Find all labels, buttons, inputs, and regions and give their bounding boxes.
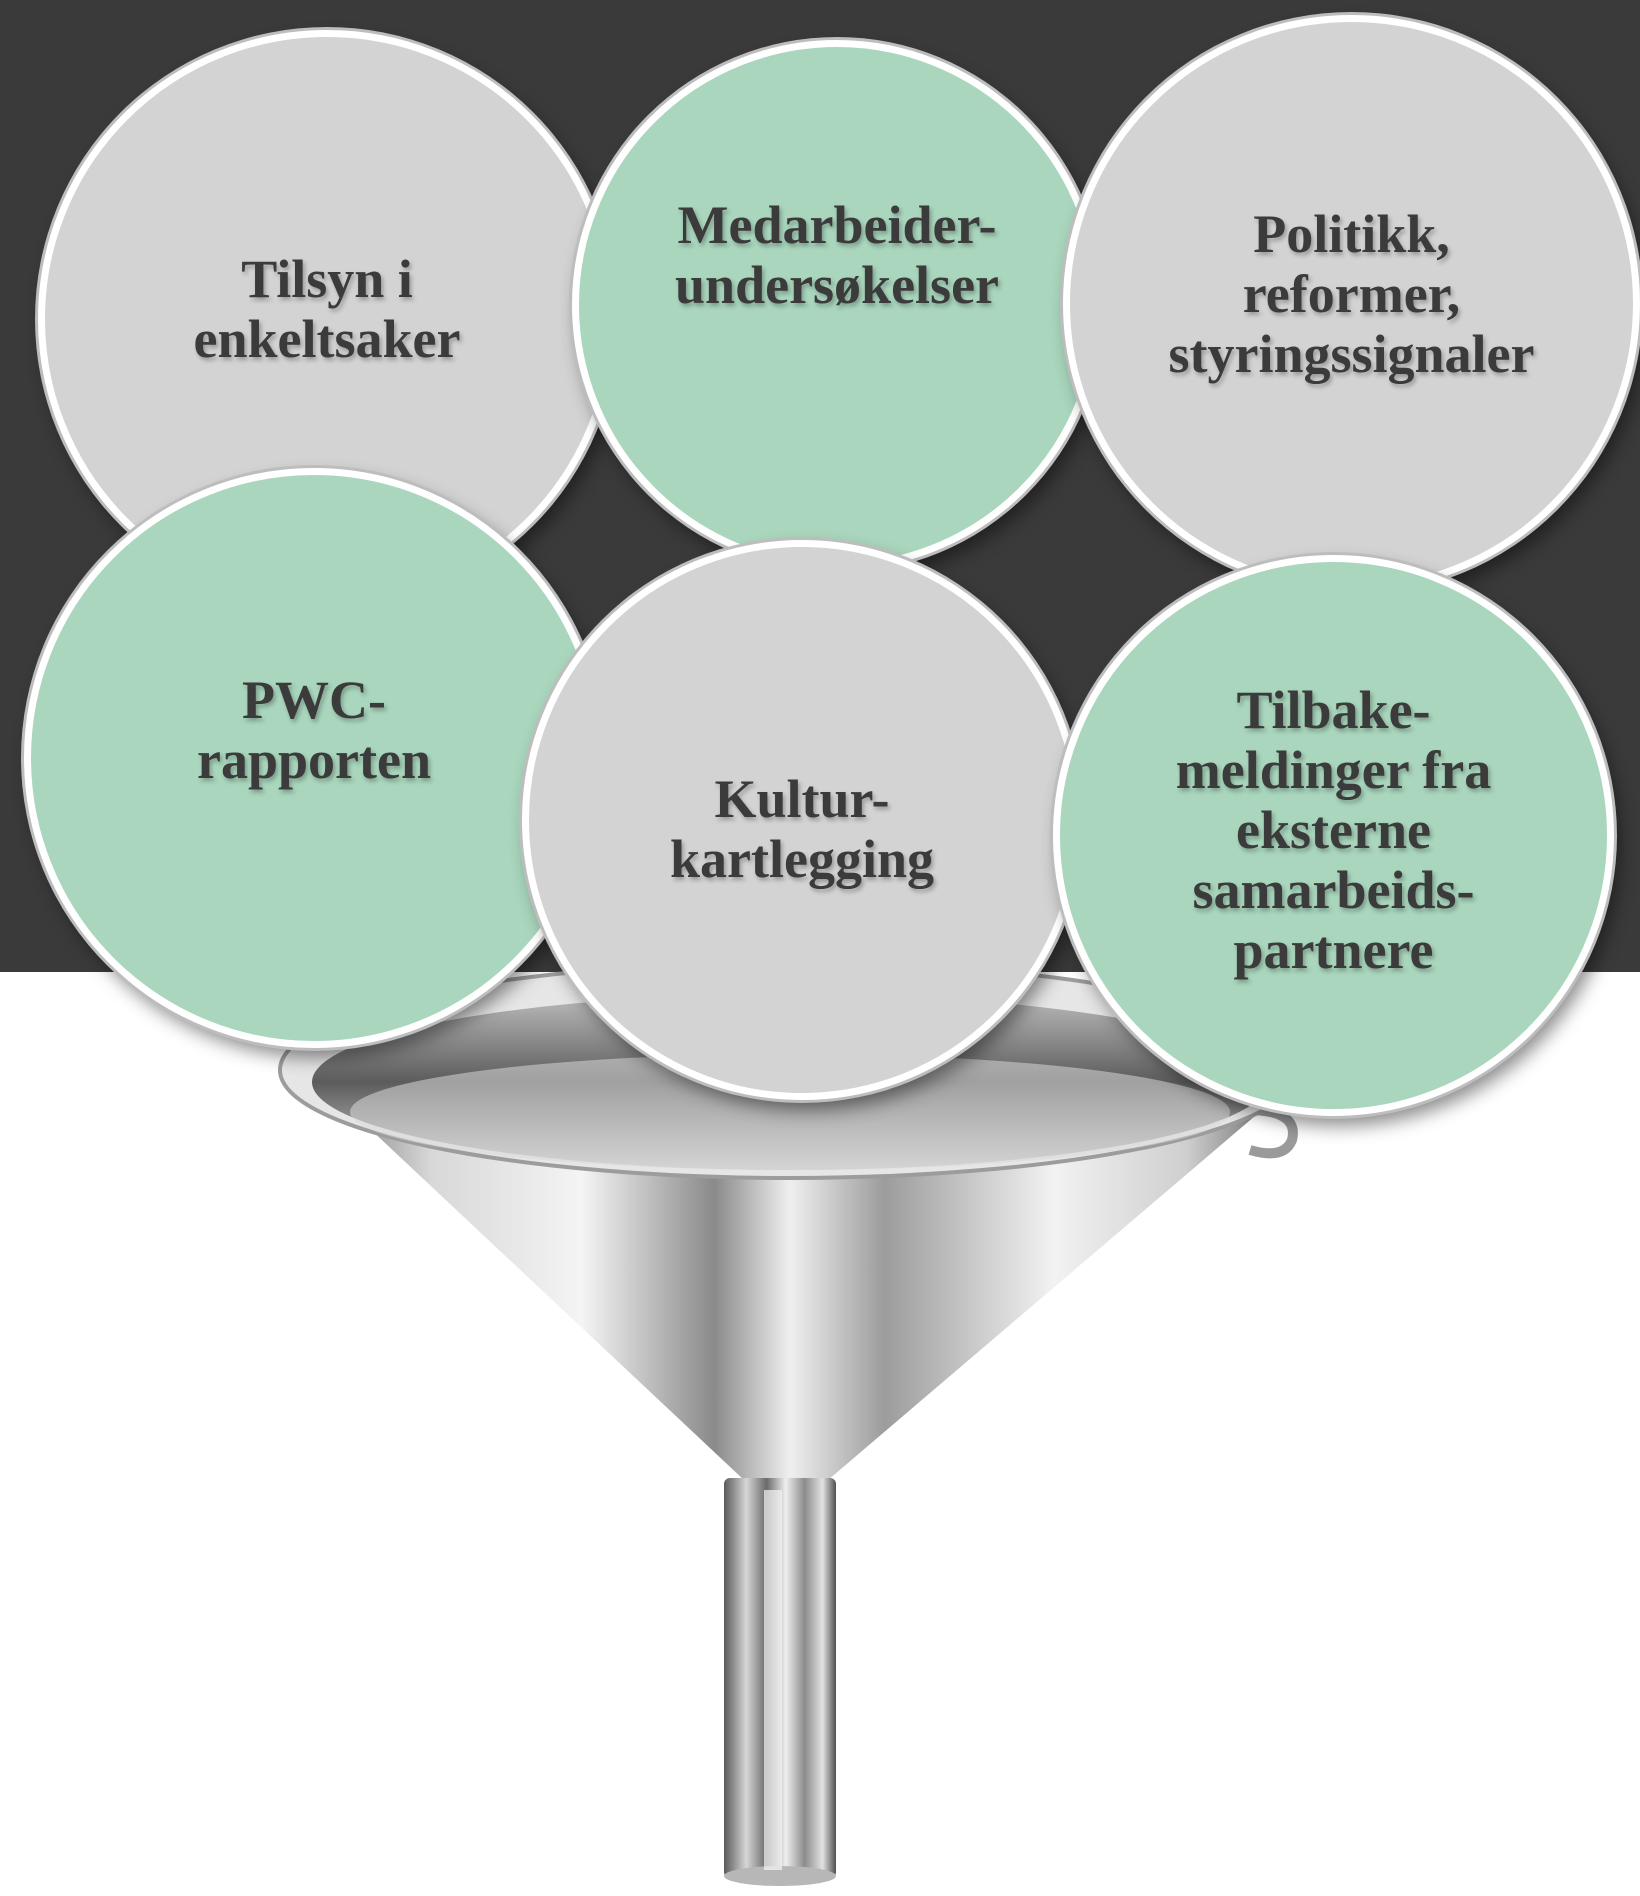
bubble-tilbakemeldinger-eksterne-samarbeidspartnere: Tilbake- meldinger fra eksterne samarbei… <box>1053 555 1614 1116</box>
bubble-label: Medarbeider- undersøkelser <box>675 195 999 315</box>
bubble-label: Tilsyn i enkeltsaker <box>193 249 461 369</box>
bubble-kulturkartlegging: Kultur- kartlegging <box>522 540 1082 1100</box>
bubble-label: Kultur- kartlegging <box>670 769 934 889</box>
bubble-politikk-reformer-styringssignaler: Politikk, reformer, styringssignaler <box>1063 15 1640 592</box>
bubble-label: Tilbake- meldinger fra eksterne samarbei… <box>1175 679 1492 980</box>
bubble-label: PWC- rapporten <box>197 670 431 790</box>
bubble-label: Politikk, reformer, styringssignaler <box>1168 203 1535 384</box>
bubble-medarbeiderundersokelser: Medarbeider- undersøkelser <box>572 40 1102 570</box>
bubble-pwc-rapporten: PWC- rapporten <box>24 468 604 1048</box>
